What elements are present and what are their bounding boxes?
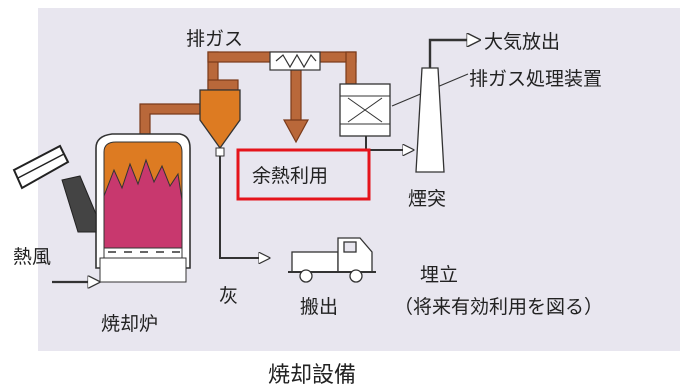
gas-treatment-device	[339, 83, 391, 137]
feed-conveyor-belt	[17, 153, 65, 179]
label-ash: 灰	[219, 285, 239, 307]
label-chimney: 煙突	[408, 188, 447, 210]
waste-heat-arrowhead	[282, 119, 310, 144]
heat-exchanger-box	[269, 51, 321, 71]
heat-exchanger	[269, 51, 321, 71]
label-landfill: 埋立	[420, 264, 459, 286]
truck-bed	[291, 251, 339, 273]
cyclone-body	[199, 89, 241, 150]
label-atmosphere-release: 大気放出	[484, 31, 561, 53]
caption: 焼却設備	[268, 363, 357, 388]
feed-hopper	[12, 144, 97, 233]
gas-treatment-cross-b	[347, 97, 383, 123]
cyclone-outlet	[215, 147, 225, 157]
label-waste-heat: 余熱利用	[252, 165, 329, 187]
heat-exchanger-coil	[275, 53, 317, 69]
pipe-to-treatment	[345, 51, 357, 85]
truck-icon	[288, 237, 376, 283]
pipe-waste-heat	[290, 61, 302, 123]
truck-window	[343, 241, 357, 253]
label-future-use: （将来有効利用を図る）	[394, 296, 604, 318]
cyclone-collector	[199, 89, 241, 157]
furnace	[95, 133, 191, 283]
label-gas-treatment: 排ガス処理装置	[469, 68, 603, 90]
furnace-flame	[103, 158, 183, 249]
label-carry-out: 搬出	[300, 296, 339, 318]
pipe-cyclone-top	[207, 79, 239, 91]
furnace-grate	[103, 247, 183, 259]
chimney-to-atmosphere	[428, 40, 478, 68]
truck-wheel-rear	[299, 269, 313, 283]
waste-heat-highlight	[236, 148, 371, 201]
chimney	[415, 67, 445, 173]
label-furnace: 焼却炉	[101, 313, 159, 335]
feed-chute	[61, 175, 97, 233]
label-exhaust-gas: 排ガス	[186, 28, 244, 50]
feed-conveyor	[12, 144, 70, 190]
label-hot-air: 熱風	[13, 246, 52, 268]
chimney-structure	[415, 67, 445, 173]
furnace-base	[99, 257, 187, 283]
ash-line	[219, 156, 268, 258]
truck-wheel-front	[349, 269, 363, 283]
